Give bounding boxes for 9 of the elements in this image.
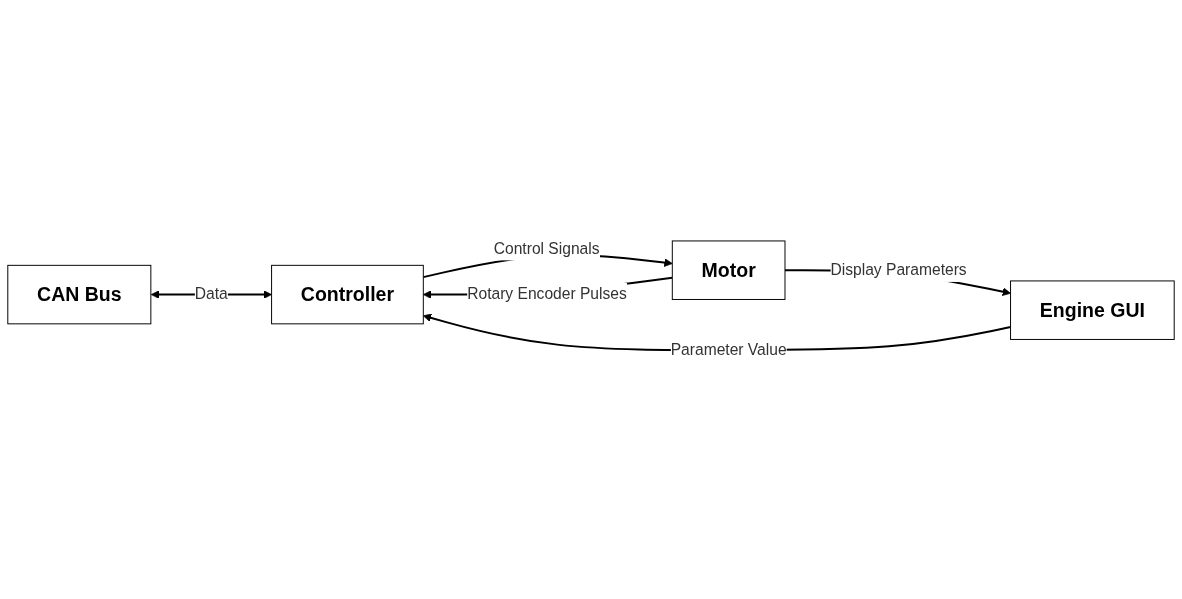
- node-box: Controller: [271, 264, 424, 325]
- node-box: Motor: [671, 240, 786, 300]
- edge-label: Rotary Encoder Pulses: [467, 285, 627, 303]
- edge-label: Parameter Value: [670, 341, 787, 358]
- node-box: CAN Bus: [7, 264, 152, 325]
- node-box: Engine GUI: [1010, 280, 1175, 340]
- edge-label: Display Parameters: [830, 261, 967, 278]
- edge-label: Data: [194, 285, 228, 303]
- edge-label: Control Signals: [493, 240, 600, 257]
